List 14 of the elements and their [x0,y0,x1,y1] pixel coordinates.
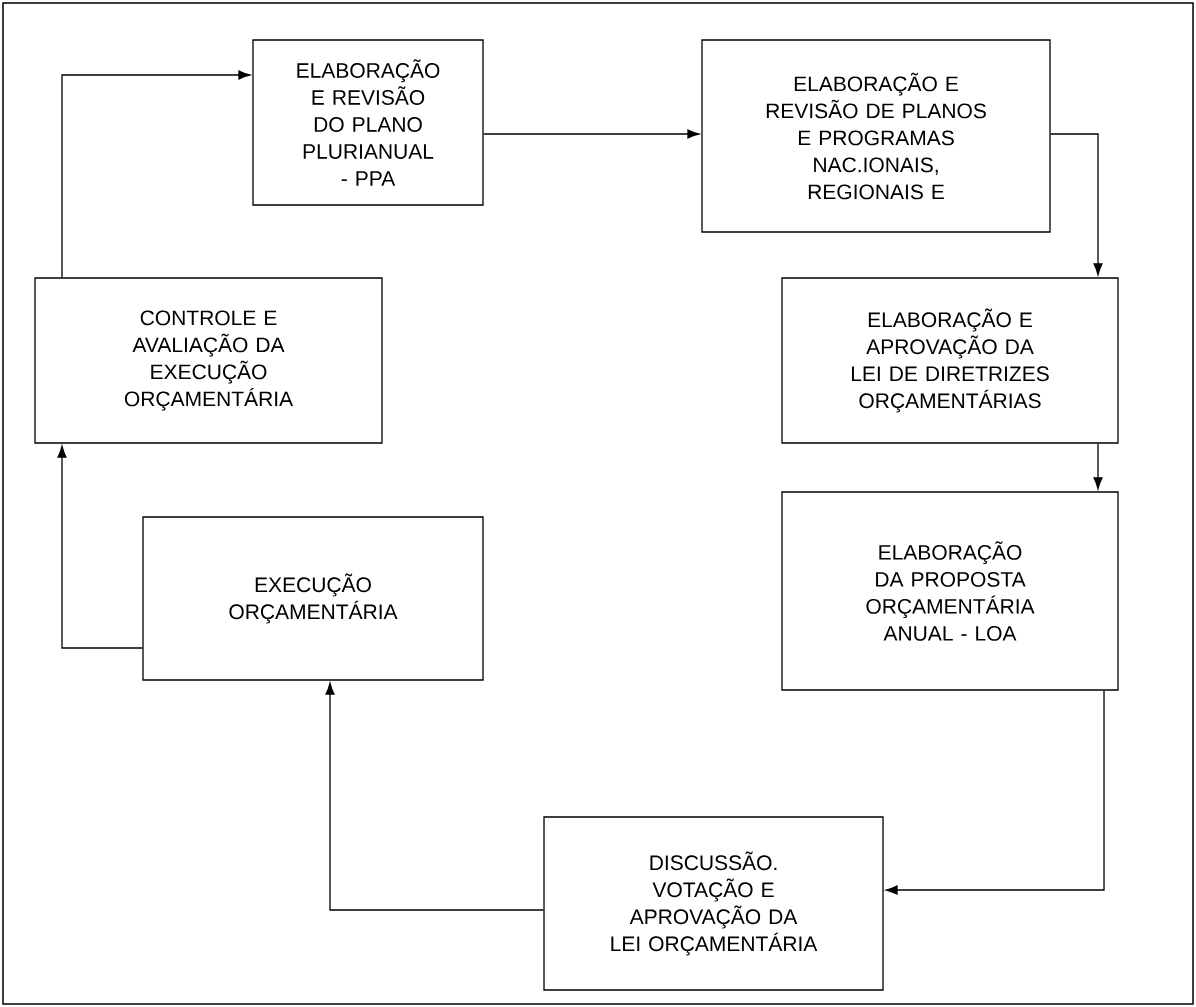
arrow [483,129,700,139]
arrow [1093,443,1103,490]
process-box: EXECUÇÃO ORÇAMENTÁRIA [142,516,484,681]
process-box: ELABORAÇÃO DA PROPOSTA ORÇAMENTÁRIA ANUAL - LOA [781,491,1119,691]
arrow [885,690,1105,895]
process-box: CONTROLE E AVALIAÇÃO DA EXECUÇÃO ORÇAMENTÁRIA [34,277,383,444]
arrow [325,682,544,911]
process-box: ELABORAÇÃO E APROVAÇÃO DA LEI DE DIRETRIZES ORÇAMENTÁRIAS [781,277,1119,444]
process-box: ELABORAÇÃO E REVISÃO DO PLANO PLURIANUAL - PPA [252,39,484,206]
arrow [57,445,143,649]
arrow [61,70,251,278]
arrow [1050,133,1103,276]
process-box: ELABORAÇÃO E REVISÃO DE PLANOS E PROGRAMAS NAC.IONAIS, REGIONAIS E [701,39,1051,233]
process-box: DISCUSSÃO. VOTAÇÃO E APROVAÇÃO DA LEI ORÇAMENTÁRIA [543,816,884,991]
